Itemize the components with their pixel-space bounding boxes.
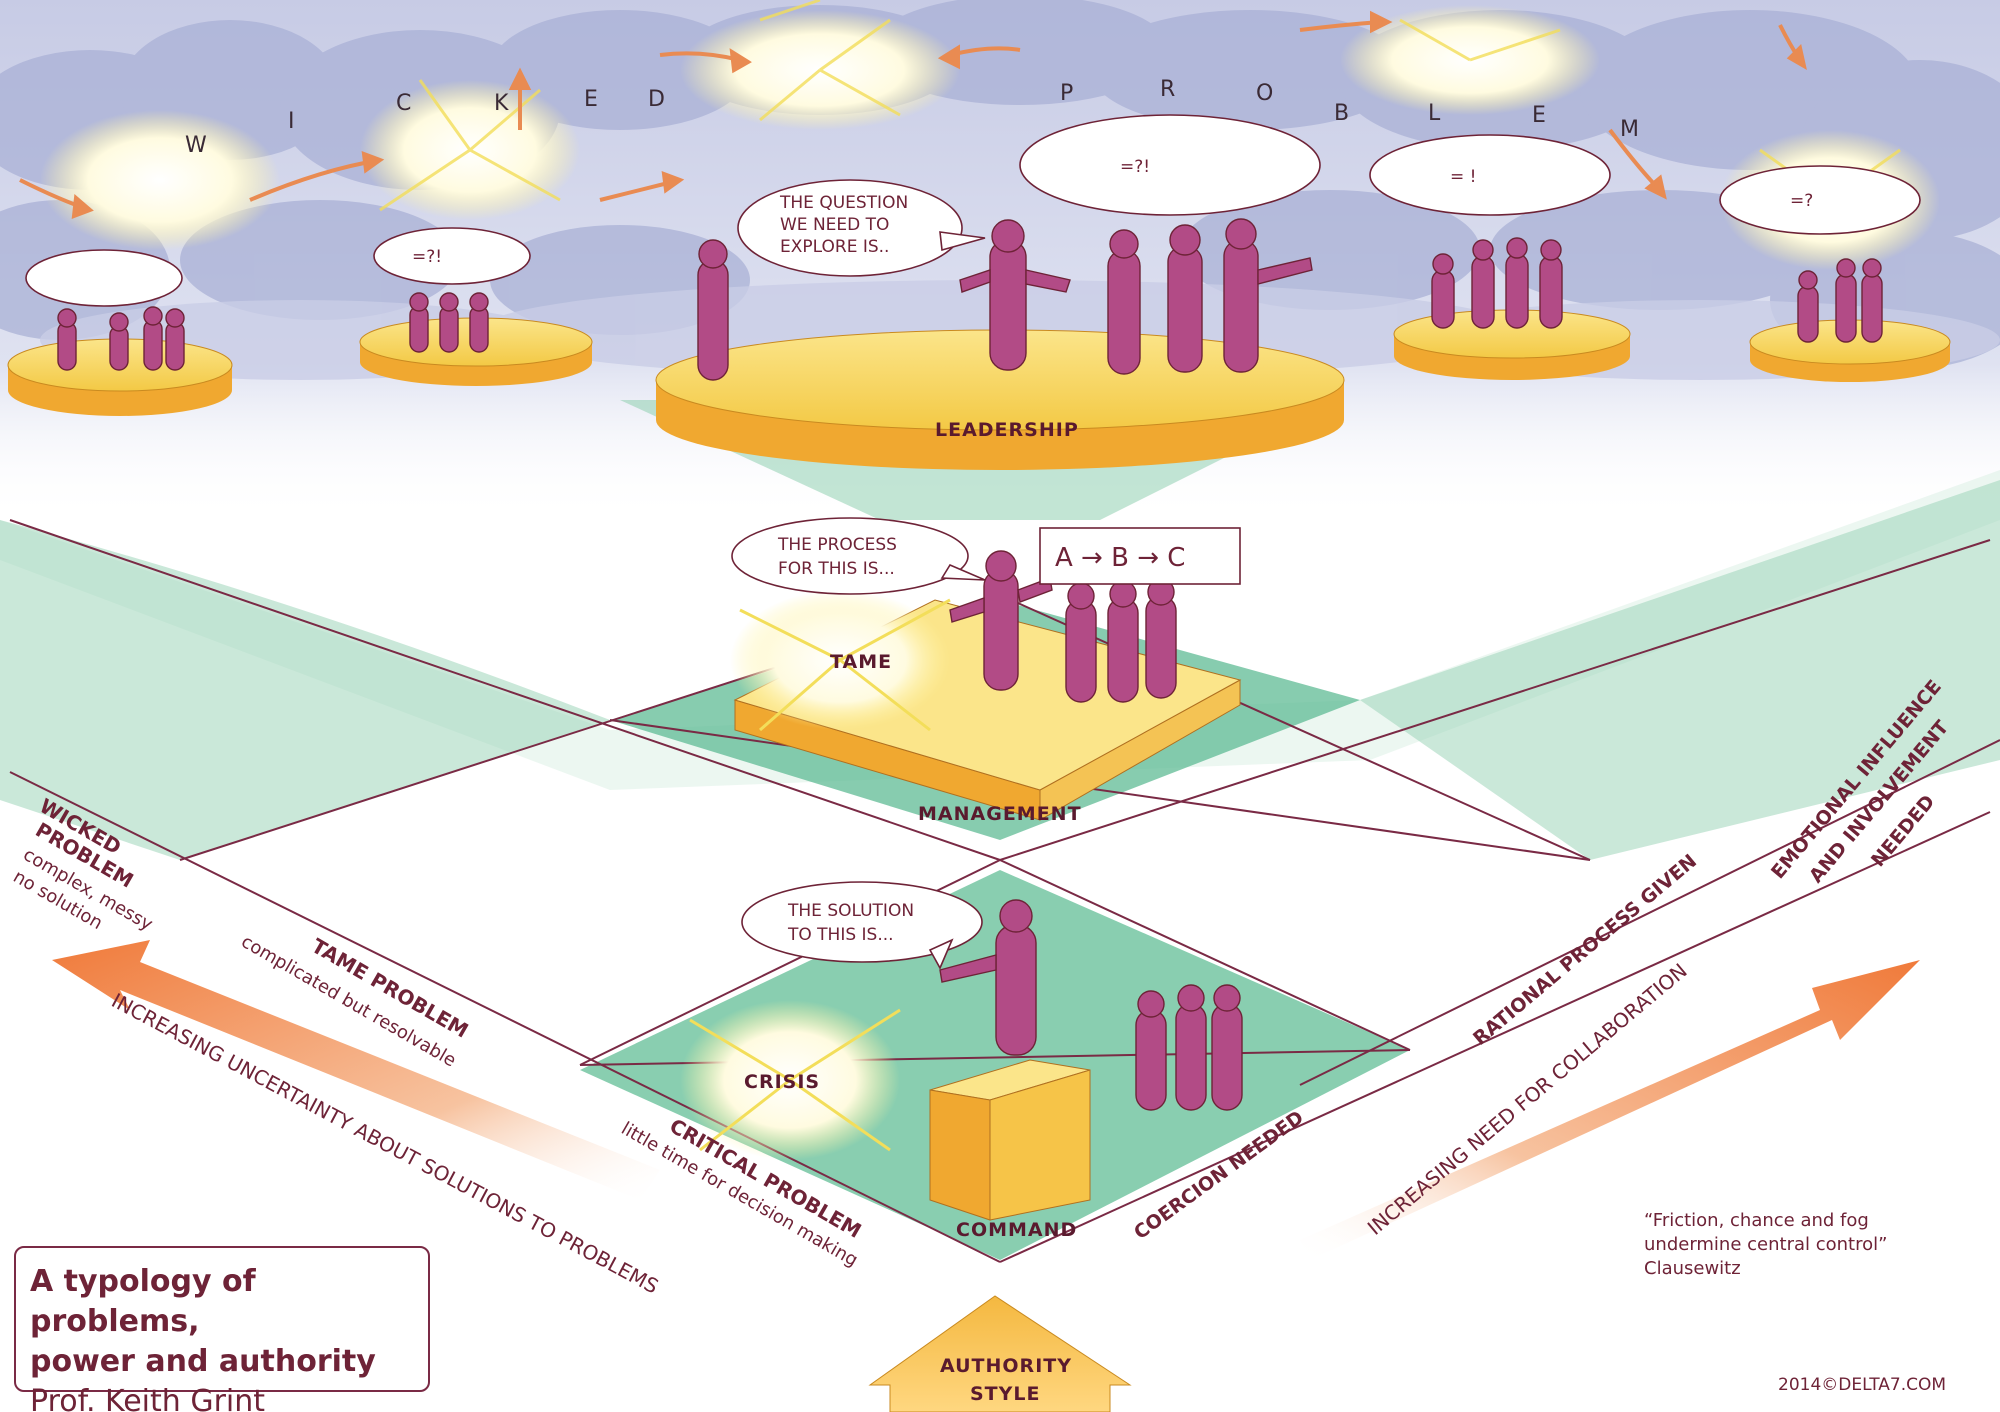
bubble-sky-3: =?! <box>1019 114 1321 216</box>
quote-line-1: “Friction, chance and fog <box>1644 1210 1869 1231</box>
title-line-2: power and authority <box>30 1344 376 1379</box>
letter-c: C <box>396 91 411 116</box>
bubble-scribble-right: = ! <box>1450 167 1476 187</box>
sky-word-problem: P R O B L E M <box>1060 77 1639 142</box>
bubble-question: THE QUESTION WE NEED TO EXPLORE IS.. <box>737 179 986 277</box>
letter-r: R <box>1160 77 1175 102</box>
bubble-process: THE PROCESS FOR THIS IS... <box>731 517 986 595</box>
sky-arrows <box>19 10 1807 220</box>
authority-style-arrow: AUTHORITY STYLE <box>868 1295 1132 1412</box>
bubble-sky-4: = ! <box>1369 134 1611 216</box>
letter-k: K <box>494 91 509 116</box>
tame-burst <box>730 590 951 732</box>
figure-group-3 <box>1431 237 1563 329</box>
figure-group-management <box>949 550 1177 703</box>
bubble-solution: THE SOLUTION TO THIS IS... <box>741 881 983 970</box>
process-sign-text: A → B → C <box>1055 543 1185 573</box>
figure-group-command <box>939 899 1243 1111</box>
tame-label: TAME <box>830 651 892 673</box>
figure-group-2 <box>409 292 489 353</box>
letter-e: E <box>584 87 598 112</box>
figure-group-1 <box>57 306 185 371</box>
bubble-sky-5: =? <box>1719 165 1921 235</box>
quote-author: Clausewitz <box>1644 1258 1741 1279</box>
letter-w: W <box>185 133 207 158</box>
crisis-burst <box>680 1000 901 1160</box>
management-label: MANAGEMENT <box>918 803 1082 825</box>
sky-bursts <box>40 0 1940 270</box>
speech-bubbles: =?! =?! = ! =? THE QUESTION WE NEED TO E… <box>25 114 1921 970</box>
figure-group-4 <box>1797 258 1883 343</box>
letter-e2: E <box>1532 103 1546 128</box>
title-box: A typology of problems, power and author… <box>14 1246 430 1412</box>
bubble-question-line-2: WE NEED TO <box>780 215 889 235</box>
bubble-process-line-1: THE PROCESS <box>777 535 897 555</box>
crisis-label: CRISIS <box>744 1071 820 1093</box>
sky-word-wicked: W I C K E D <box>185 87 665 158</box>
title-author: Prof. Keith Grint <box>30 1384 266 1412</box>
bubble-solution-line-1: THE SOLUTION <box>787 901 914 921</box>
bubble-sky-2: =?! <box>373 227 531 285</box>
bubble-scribble-mid: =?! <box>1120 157 1150 177</box>
figure-group-leadership <box>697 218 1313 381</box>
authority-style-line-2: STYLE <box>970 1383 1041 1405</box>
copyright: 2014©DELTA7.COM <box>1778 1375 1946 1395</box>
letter-p: P <box>1060 81 1073 106</box>
bubble-process-line-2: FOR THIS IS... <box>778 559 895 579</box>
command-box <box>929 1059 1091 1221</box>
authority-style-line-1: AUTHORITY <box>940 1355 1072 1377</box>
process-sign: A → B → C <box>1039 527 1241 585</box>
quote-line-2: undermine central control” <box>1644 1234 1887 1255</box>
people-figures <box>57 218 1883 1111</box>
bubble-solution-line-2: TO THIS IS... <box>787 925 894 945</box>
letter-b: B <box>1334 101 1349 126</box>
rational-label: RATIONAL PROCESS GIVEN <box>1469 850 1701 1050</box>
bubble-sky-1 <box>25 249 183 307</box>
letter-i: I <box>288 109 295 134</box>
title-line-1: A typology of problems, <box>30 1264 256 1339</box>
leadership-label: LEADERSHIP <box>935 419 1079 441</box>
letter-m: M <box>1620 117 1639 142</box>
letter-d: D <box>648 87 665 112</box>
bubble-scribble-small: =?! <box>412 247 442 267</box>
command-label: COMMAND <box>956 1219 1077 1241</box>
bubble-question-line-3: EXPLORE IS.. <box>780 237 889 257</box>
letter-l: L <box>1428 101 1441 126</box>
bubble-scribble-far: =? <box>1790 191 1813 211</box>
bubble-question-line-1: THE QUESTION <box>779 193 908 213</box>
clausewitz-quote: “Friction, chance and fog undermine cent… <box>1644 1210 1887 1279</box>
letter-o: O <box>1256 81 1273 106</box>
